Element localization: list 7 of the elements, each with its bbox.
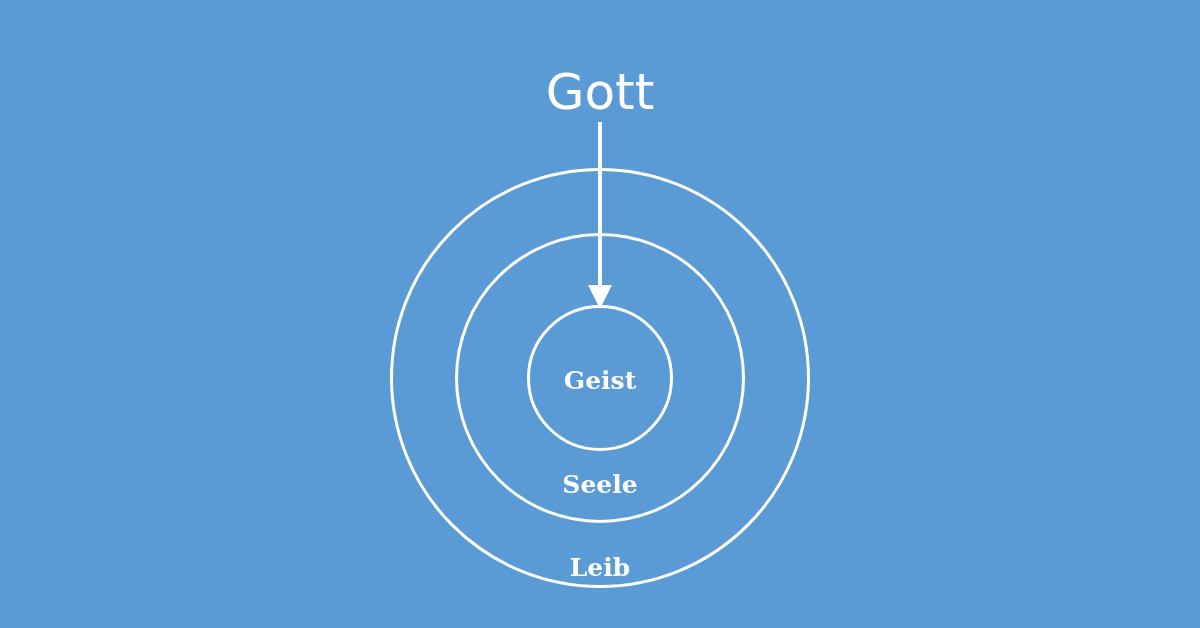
circle-label: Leib (569, 553, 631, 582)
circle (455, 233, 745, 523)
heading-text: Gott (520, 60, 680, 124)
circle-label: Geist (563, 366, 637, 395)
circle (527, 305, 673, 451)
circle-label: Seele (562, 470, 638, 499)
circle (390, 168, 810, 588)
